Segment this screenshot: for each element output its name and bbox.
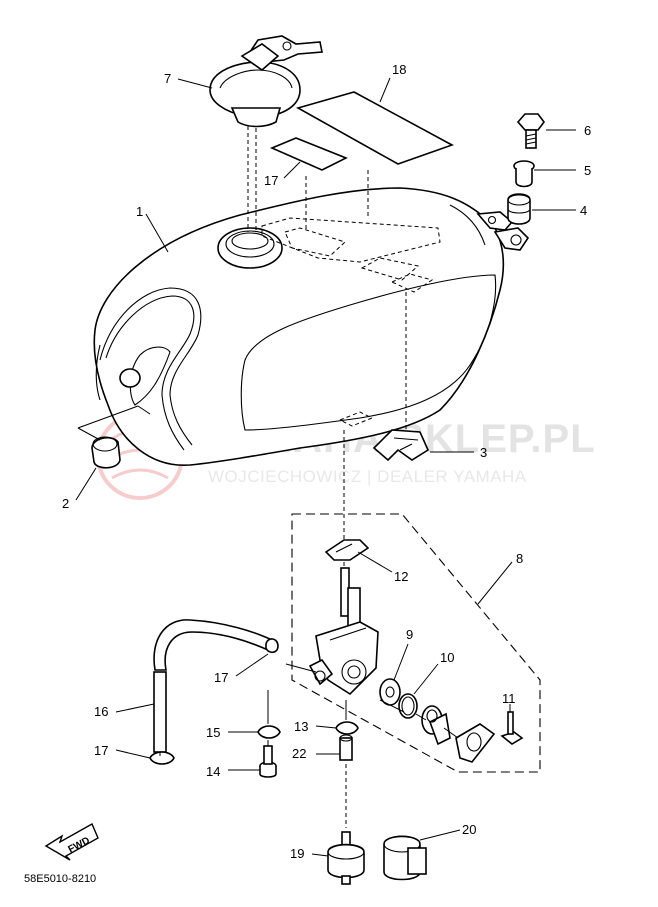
callout-15: 15 (206, 725, 220, 740)
callout-22: 22 (292, 746, 306, 761)
callout-9: 9 (406, 627, 413, 642)
callout-3: 3 (480, 445, 487, 460)
part-clip-17-lower (149, 751, 175, 765)
part-fuel-cap (209, 35, 323, 128)
part-label-18 (269, 137, 348, 171)
part-grommet-2 (91, 436, 121, 469)
drawing-code: 58E5010-8210 (24, 873, 96, 885)
part-clamp-21 (383, 835, 427, 881)
watermark-dealer: WOJCIECHOWICZ | DEALER YAMAHA (208, 467, 527, 486)
forward-arrow-icon: FWD (44, 823, 99, 861)
callout-14: 14 (206, 764, 220, 779)
part-clip-17-upper (265, 638, 279, 654)
callout-labels: 7 18 17 1 6 5 4 3 2 8 12 9 10 11 17 16 1… (62, 62, 591, 861)
callout-1: 1 (136, 204, 143, 219)
part-lever (421, 705, 451, 746)
callout-17-upper: 17 (214, 670, 228, 685)
part-seal-9 (379, 678, 401, 706)
callout-16: 16 (94, 704, 108, 719)
part-gasket-12 (324, 539, 370, 561)
callout-10: 10 (440, 650, 454, 665)
part-collar-5 (513, 160, 535, 188)
callout-2: 2 (62, 496, 69, 511)
part-fuel-cock (308, 567, 379, 696)
callout-8: 8 (516, 551, 523, 566)
callout-12: 12 (394, 569, 408, 584)
callout-21: 20 (462, 822, 476, 837)
part-screw-11 (500, 711, 524, 745)
callout-6: 6 (584, 123, 591, 138)
part-plate (455, 723, 496, 763)
alignment-lines (77, 126, 459, 828)
callout-18: 17 (264, 173, 278, 188)
part-bolt-6 (516, 113, 545, 149)
callout-11: 11 (502, 691, 516, 706)
callout-4: 4 (580, 203, 587, 218)
callout-7: 7 (164, 71, 171, 86)
part-clip-3 (372, 429, 430, 462)
callout-17-lower: 17 (94, 743, 108, 758)
callout-5: 5 (584, 163, 591, 178)
callout-20: 19 (290, 846, 304, 861)
part-damper-4 (507, 193, 531, 225)
part-strainer-20 (327, 831, 365, 885)
part-screw-14 (259, 745, 277, 778)
callout-19: 18 (392, 62, 406, 77)
leader-lines (75, 77, 576, 857)
fuel-cock-assembly-box (291, 513, 541, 773)
part-fuel-tank (93, 187, 530, 466)
part-washer-15 (257, 725, 281, 739)
callout-13: 13 (294, 719, 308, 734)
part-pipe-22 (339, 734, 353, 761)
part-o-ring-10 (398, 693, 418, 719)
part-label-19 (295, 91, 454, 165)
part-clip-13 (335, 721, 359, 735)
